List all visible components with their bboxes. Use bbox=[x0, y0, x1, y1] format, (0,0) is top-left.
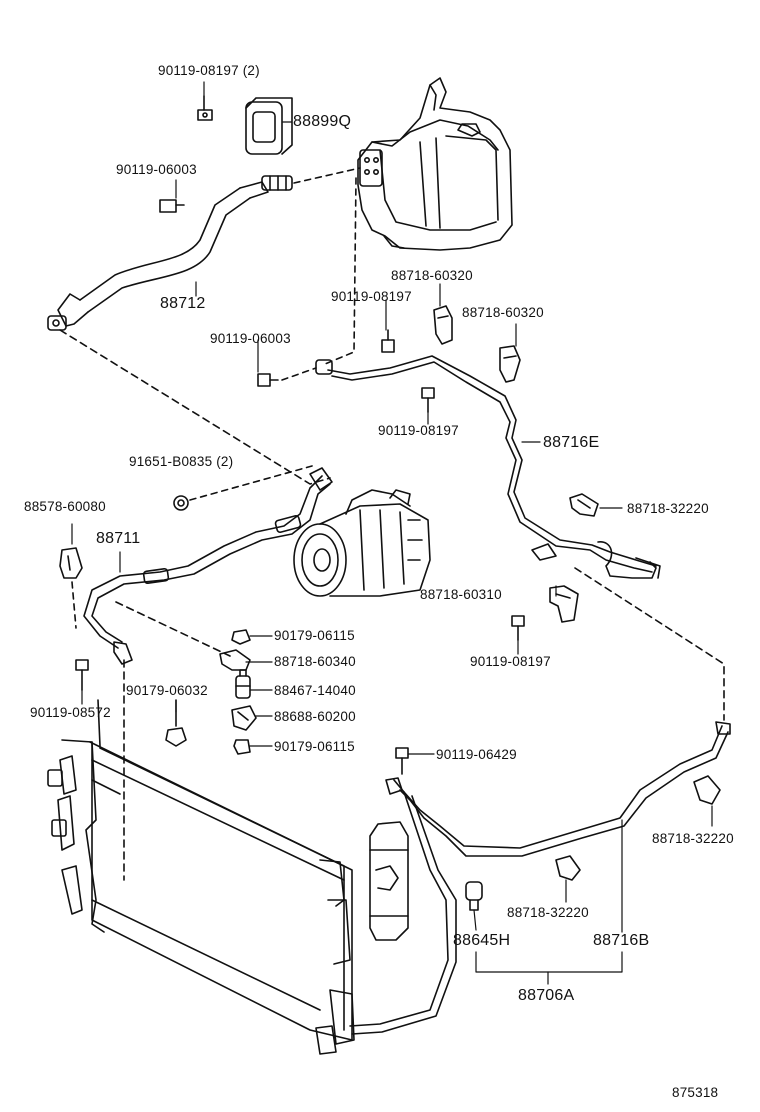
leader-dashed-8 bbox=[115, 601, 231, 657]
clamp-88718-60320-a bbox=[433, 305, 453, 345]
label-88718-60320-a: 88718-60320 bbox=[391, 268, 473, 283]
diagram-id: 875318 bbox=[672, 1085, 719, 1100]
clip-88718-32220-mid bbox=[555, 855, 581, 881]
label-90179-06032: 90179-06032 bbox=[126, 683, 208, 698]
clip-88718-32220-top bbox=[569, 493, 599, 517]
clamp-88718-60320-b bbox=[499, 345, 521, 383]
bolt-90119-06429 bbox=[395, 747, 409, 775]
leader-dashed-4 bbox=[281, 367, 317, 381]
label-88718-32220-a: 88718-32220 bbox=[627, 501, 709, 516]
compressor bbox=[293, 489, 431, 597]
label-90119-06003-a: 90119-06003 bbox=[116, 162, 197, 177]
label-90179-06115-a: 90179-06115 bbox=[274, 628, 355, 643]
bolt-90119-06003-top bbox=[159, 199, 185, 213]
bolt-90119-08572 bbox=[75, 659, 89, 691]
leader-dashed-2 bbox=[324, 177, 357, 365]
clip-88718-32220-right bbox=[693, 775, 721, 805]
label-88899q: 88899Q bbox=[293, 113, 352, 130]
bolt-91651-b0835 bbox=[173, 495, 189, 511]
receiver-dryer bbox=[369, 821, 409, 941]
label-90179-06115-b: 90179-06115 bbox=[274, 739, 355, 754]
leader-dashed-1 bbox=[293, 167, 361, 184]
bracket-88718-60340 bbox=[219, 649, 251, 671]
nut-90179-06115-a bbox=[231, 629, 251, 645]
leader-dashed-3 bbox=[59, 329, 331, 485]
bracket-88688-60200 bbox=[231, 705, 257, 731]
label-88718-60340: 88718-60340 bbox=[274, 654, 356, 669]
label-90119-08197-b: 90119-08197 bbox=[378, 423, 459, 438]
bolt-90119-08197-top bbox=[197, 95, 213, 121]
label-88718-32220-b: 88718-32220 bbox=[652, 831, 734, 846]
hose-88711 bbox=[83, 467, 333, 665]
bolt-90119-06003-mid bbox=[257, 373, 279, 387]
label-88716b: 88716B bbox=[593, 932, 650, 949]
label-90119-06003-b: 90119-06003 bbox=[210, 331, 291, 346]
label-90119-08572: 90119-08572 bbox=[30, 705, 111, 720]
bolt-90119-08197-right bbox=[511, 615, 525, 641]
switch-88645h bbox=[465, 881, 483, 911]
evaporator-unit bbox=[357, 77, 513, 251]
clamp-88718-60310 bbox=[549, 585, 579, 623]
label-88467-14040: 88467-14040 bbox=[274, 683, 356, 698]
label-90119-08197-c: 90119-08197 bbox=[470, 654, 551, 669]
grommet-88578-60080 bbox=[59, 547, 83, 579]
label-88711: 88711 bbox=[96, 530, 141, 547]
leader-dashed-5 bbox=[574, 567, 725, 721]
gasket-88899q bbox=[245, 97, 293, 155]
label-88718-60310: 88718-60310 bbox=[420, 587, 502, 602]
nut-90179-06115-b bbox=[233, 739, 251, 755]
condenser bbox=[47, 659, 355, 1055]
label-88688-60200: 88688-60200 bbox=[274, 709, 356, 724]
label-91651-b0835-2: 91651-B0835 (2) bbox=[129, 454, 234, 469]
label-88716e: 88716E bbox=[543, 434, 600, 451]
leader-dashed-7 bbox=[71, 581, 77, 629]
label-88718-32220-c: 88718-32220 bbox=[507, 905, 589, 920]
label-88706a: 88706A bbox=[518, 987, 575, 1004]
switch-88467-14040 bbox=[235, 669, 251, 699]
tube-88716e bbox=[315, 355, 661, 579]
leader-dashed-6 bbox=[189, 465, 313, 501]
leader-lines bbox=[71, 81, 713, 985]
label-90119-08197-2: 90119-08197 (2) bbox=[158, 63, 260, 78]
label-88712: 88712 bbox=[160, 295, 206, 312]
hose-88712 bbox=[47, 175, 293, 331]
bolt-90119-08197-mid bbox=[381, 329, 395, 353]
bolt-90119-08197-low bbox=[421, 387, 435, 413]
label-90119-06429: 90119-06429 bbox=[436, 747, 517, 762]
label-88718-60320-b: 88718-60320 bbox=[462, 305, 544, 320]
tube-88716b bbox=[349, 721, 731, 1035]
label-88578-60080: 88578-60080 bbox=[24, 499, 106, 514]
label-90119-08197-a: 90119-08197 bbox=[331, 289, 412, 304]
label-88645h: 88645H bbox=[453, 932, 511, 949]
